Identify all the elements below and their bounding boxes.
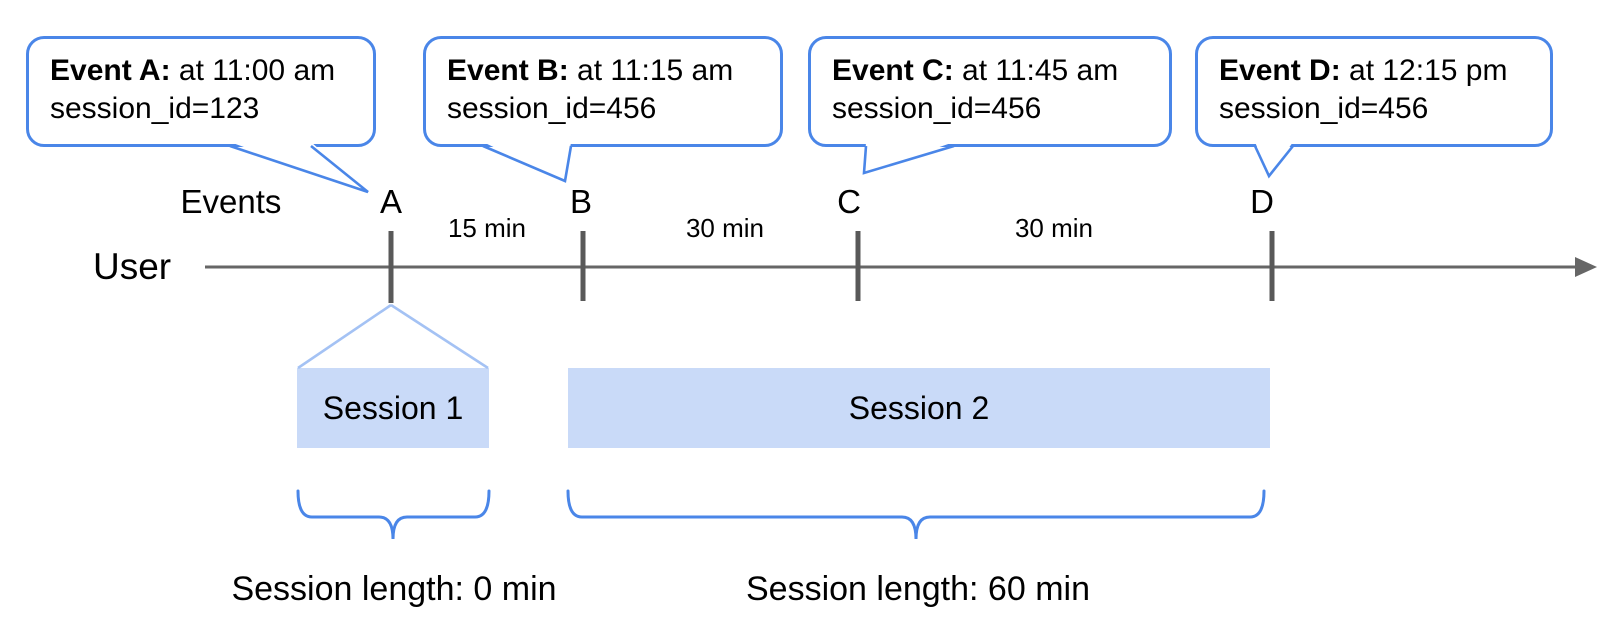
event-a-time: at 11:00 am	[170, 54, 336, 87]
callout-tail-d	[1253, 142, 1295, 179]
event-letter-a: A	[379, 183, 402, 220]
event-b-time: at 11:15 am	[568, 54, 734, 87]
callout-tail-b	[482, 142, 573, 183]
event-c-line1: Event C: at 11:45 am	[832, 52, 1149, 90]
session-1-funnel-lines	[297, 303, 489, 370]
event-c-title: Event C:	[832, 54, 954, 87]
session-1-box: Session 1	[297, 368, 489, 448]
event-a-callout: Event A: at 11:00 am session_id=123	[26, 36, 376, 147]
event-b-line1: Event B: at 11:15 am	[447, 52, 760, 90]
session-1-brace	[296, 489, 491, 540]
events-row-label: Events	[180, 183, 282, 220]
event-letter-b: B	[569, 183, 592, 220]
event-d-callout: Event D: at 12:15 pm session_id=456	[1195, 36, 1553, 147]
event-d-session-id: session_id=456	[1219, 92, 1429, 125]
interval-c-d-label: 30 min	[1014, 213, 1094, 243]
session-1-label: Session 1	[322, 389, 464, 426]
session-2-brace	[566, 489, 1266, 540]
event-b-session-id: session_id=456	[447, 92, 657, 125]
event-a-title: Event A:	[50, 54, 171, 87]
event-d-line1: Event D: at 12:15 pm	[1219, 52, 1530, 90]
event-b-title: Event B:	[447, 54, 569, 87]
session-2-length-label: Session length: 60 min	[746, 570, 1090, 608]
user-row-label: User	[93, 246, 172, 287]
session-2-box: Session 2	[568, 368, 1270, 448]
session-1-length-label: Session length: 0 min	[231, 570, 557, 608]
interval-a-b-label: 15 min	[447, 213, 527, 243]
event-d-title: Event D:	[1219, 54, 1341, 87]
event-a-line1: Event A: at 11:00 am	[50, 52, 353, 90]
event-c-session-id: session_id=456	[832, 92, 1042, 125]
event-d-time: at 12:15 pm	[1340, 54, 1508, 87]
event-letter-c: C	[837, 183, 861, 220]
timeline-arrowhead-icon	[1575, 257, 1597, 277]
event-a-session-id: session_id=123	[50, 92, 260, 125]
event-c-time: at 11:45 am	[953, 54, 1119, 87]
session-2-label: Session 2	[848, 389, 990, 426]
interval-b-c-label: 30 min	[685, 213, 765, 243]
event-b-callout: Event B: at 11:15 am session_id=456	[423, 36, 783, 147]
event-letter-d: D	[1250, 183, 1274, 220]
event-c-callout: Event C: at 11:45 am session_id=456	[808, 36, 1172, 147]
